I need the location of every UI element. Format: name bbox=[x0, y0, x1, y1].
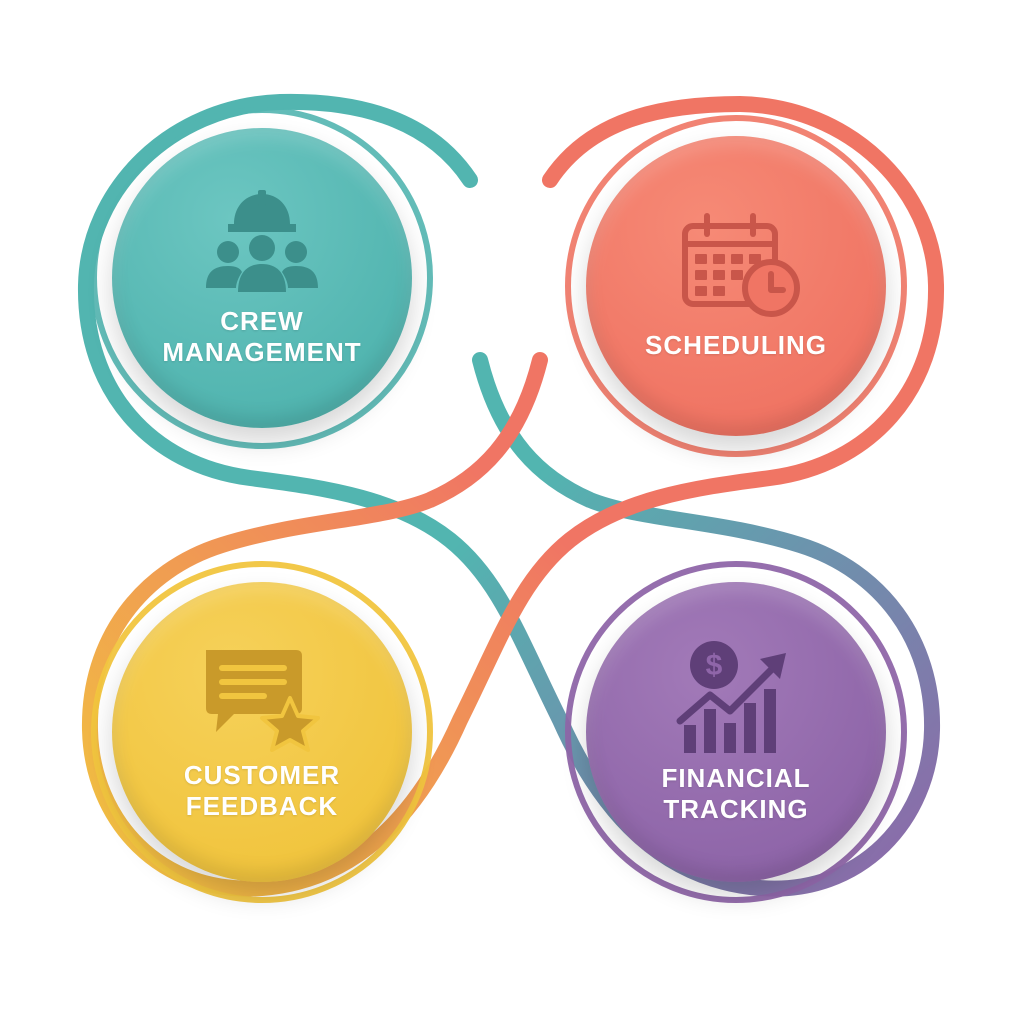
node-label: SCHEDULING bbox=[645, 329, 827, 360]
node-label: FINANCIAL TRACKING bbox=[661, 763, 811, 824]
purple-inner-ring bbox=[565, 561, 907, 903]
dollar-growth-chart-icon: $ bbox=[676, 641, 786, 754]
yellow-inner-ring bbox=[91, 561, 433, 903]
coral-loop-line bbox=[81, 95, 945, 897]
scheduling-node[interactable]: SCHEDULING bbox=[586, 136, 886, 436]
coral-inner-ring bbox=[565, 115, 907, 457]
crew-management-node[interactable]: CREW MANAGEMENT bbox=[112, 128, 412, 428]
node-label: CUSTOMER FEEDBACK bbox=[183, 760, 341, 821]
svg-text:$: $ bbox=[706, 649, 723, 682]
customer-feedback-node[interactable]: CUSTOMER FEEDBACK bbox=[112, 582, 412, 882]
node-label: CREW MANAGEMENT bbox=[162, 306, 362, 367]
calendar-clock-icon bbox=[682, 212, 800, 317]
chat-star-icon bbox=[206, 650, 320, 753]
crew-hardhat-icon bbox=[206, 190, 318, 293]
financial-tracking-node[interactable]: $ FINANCIAL TRACKING bbox=[586, 582, 886, 882]
teal-inner-ring bbox=[91, 107, 433, 449]
